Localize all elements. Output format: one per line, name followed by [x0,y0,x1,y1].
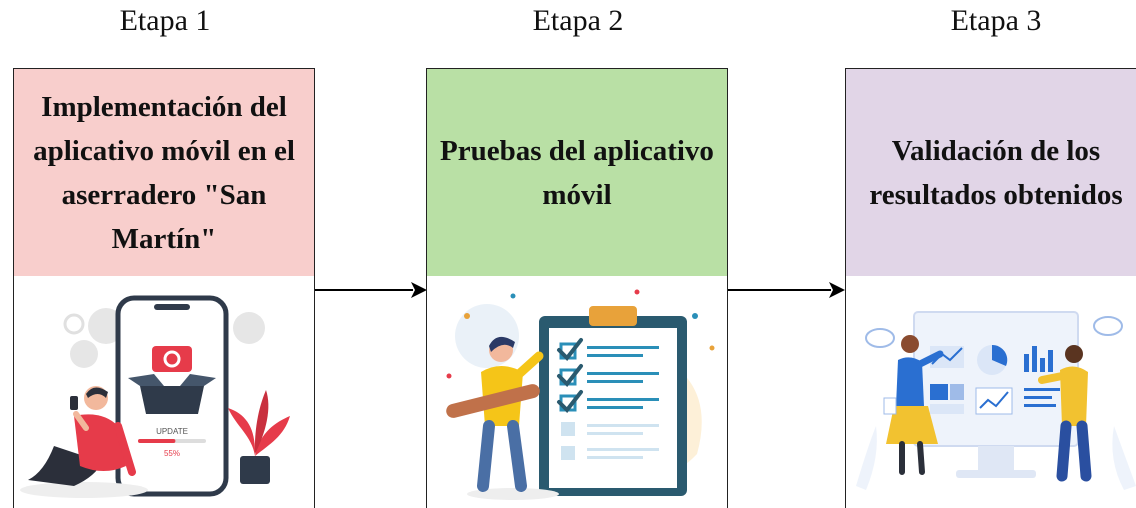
arrow-stage-1-to-2 [315,282,427,298]
phone-update-icon: UPDATE 55% [20,295,290,498]
dashboard-presentation-icon [856,311,1136,490]
stage-3-box: Validación de los resultados obtenidos [845,68,1136,508]
stage-2-illustration [427,276,727,508]
stage-1-illustration: UPDATE 55% [14,276,314,508]
update-label: UPDATE [156,427,188,436]
stage-3-illustration [846,276,1136,508]
stage-2-title: Etapa 2 [532,4,624,37]
update-progress-fill [138,439,176,443]
arrow-stage-2-to-3 [728,282,845,298]
stage-1-description: Implementación del aplicativo móvil en e… [14,69,314,276]
clipboard-checklist-icon [446,289,715,500]
stage-2-box: Pruebas del aplicativo móvil [426,68,728,508]
stage-3-description: Validación de los resultados obtenidos [846,69,1136,276]
stage-1-title: Etapa 1 [119,4,211,37]
stage-1-box: Implementación del aplicativo móvil en e… [13,68,315,508]
stage-2-description: Pruebas del aplicativo móvil [427,69,727,276]
stage-3-title: Etapa 3 [950,4,1042,37]
update-percent: 55% [164,449,180,458]
